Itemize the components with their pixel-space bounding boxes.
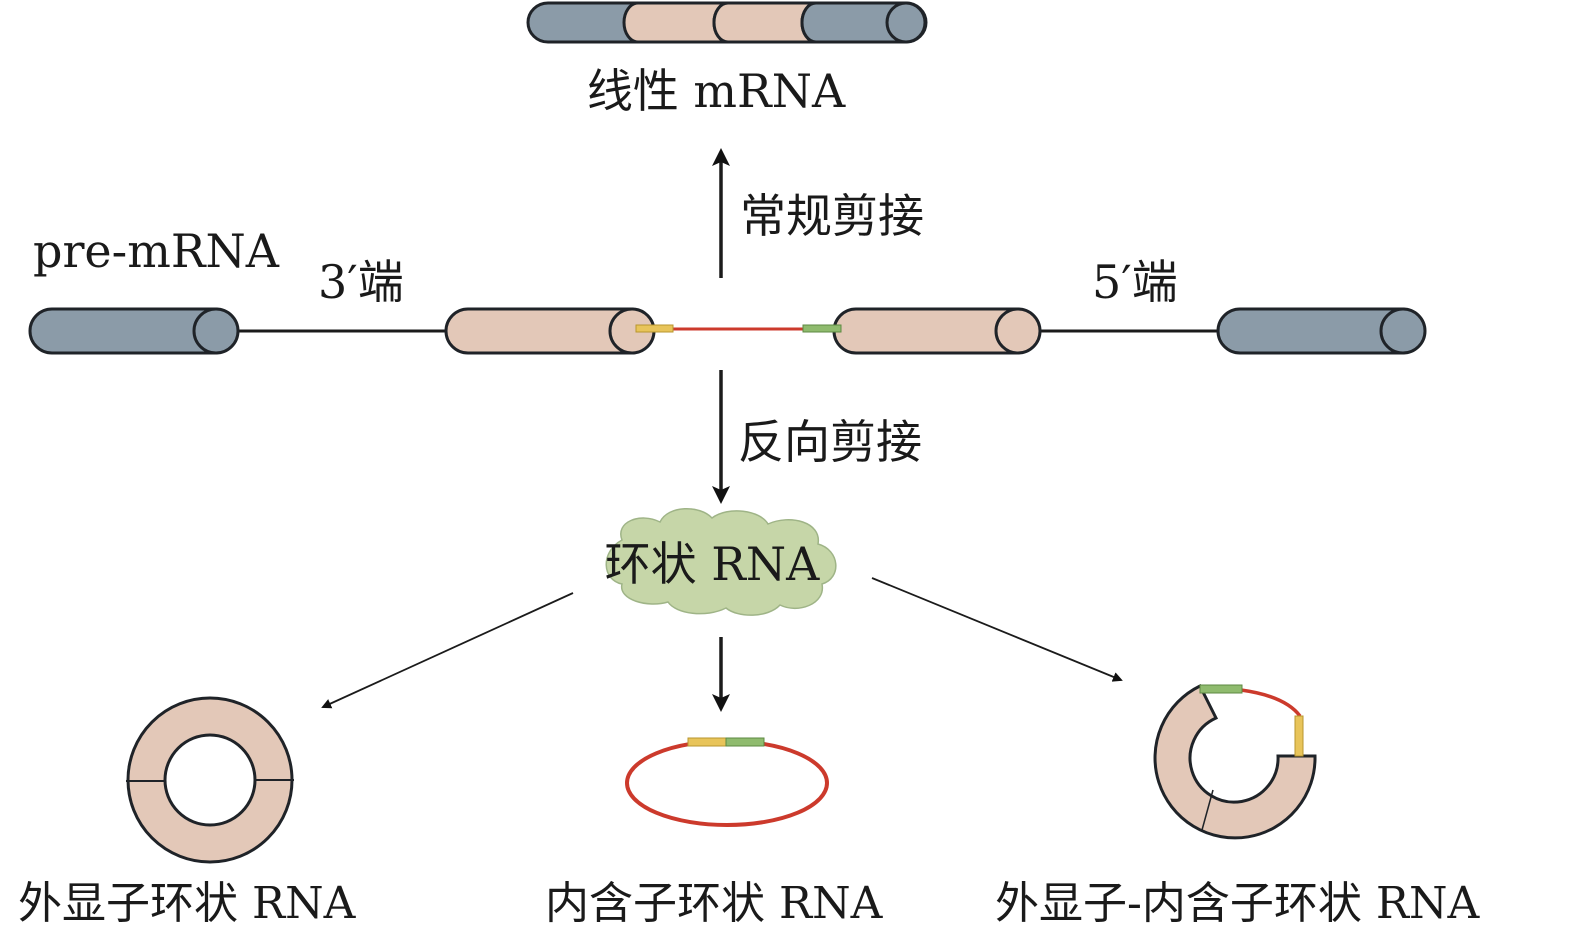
linear-mrna-label: 线性 mRNA [587, 64, 846, 118]
arrow-to-eicirna [871, 577, 1123, 682]
linear-mrna-molecule [526, 1, 928, 44]
three-prime-end-label: 3′端 [318, 255, 404, 309]
exon-segment-core-1 [622, 1, 729, 44]
exon-cylinder-flank-right [1216, 307, 1427, 355]
circular-rna-label: 环状 RNA [605, 537, 821, 591]
circular-rna-cloud [605, 507, 837, 616]
linear-mrna-end-cap [885, 1, 927, 44]
cirna-loop [625, 737, 829, 827]
exon-cylinder-core-left [444, 307, 656, 355]
eicirna-label: 外显子-内含子环状 RNA [995, 878, 1480, 929]
pre-mrna-label: pre-mRNA [33, 224, 280, 278]
five-prime-end-label: 5′端 [1092, 255, 1178, 309]
ecircrna-ring [126, 696, 294, 864]
canonical-splicing-label: 常规剪接 [740, 189, 924, 243]
back-splicing-label: 反向剪接 [738, 415, 922, 469]
splice-site-yellow [635, 324, 674, 333]
arrow-to-ecircrna [321, 592, 574, 709]
exon-cylinder-core-right [832, 307, 1042, 355]
splice-site-green [802, 324, 842, 333]
eicirna-structure [1153, 683, 1317, 840]
exon-segment-flank-left [526, 1, 642, 44]
exon-cylinder-flank-left [28, 307, 240, 355]
cirna-label: 内含子环状 RNA [545, 878, 884, 929]
ecircrna-label: 外显子环状 RNA [18, 878, 357, 929]
